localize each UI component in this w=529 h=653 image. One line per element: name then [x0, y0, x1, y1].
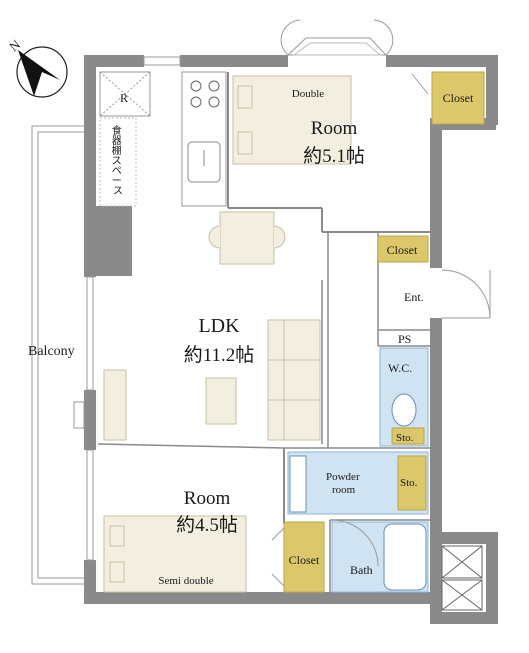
coffee-table	[205, 377, 237, 425]
sto1-area	[391, 427, 425, 445]
closet-mid	[377, 235, 429, 263]
sto1-label: Sto.	[396, 432, 414, 444]
room2-name: Room	[184, 488, 231, 509]
ps-label: PS	[398, 332, 411, 346]
bath-label: Bath	[350, 563, 373, 577]
closet-bottom	[283, 521, 325, 593]
compass-north-label: N	[6, 36, 23, 54]
cupboard-space	[99, 117, 137, 207]
closet-top-label: Closet	[443, 91, 474, 105]
closet-top	[431, 71, 485, 125]
room1-name: Room	[311, 118, 358, 139]
washer-icon	[289, 455, 307, 513]
room1-size: 約5.1帖	[303, 145, 365, 167]
wc-label: W.C.	[388, 361, 412, 375]
shafts	[441, 545, 483, 611]
double-bed: Double	[232, 75, 352, 165]
tv-stand	[103, 369, 127, 441]
entrance-label: Ent.	[404, 290, 424, 304]
sofa	[267, 319, 321, 441]
toilet-icon	[391, 393, 417, 427]
stove-icon	[190, 80, 220, 108]
closet-mid-label: Closet	[387, 243, 418, 257]
interior-walls	[97, 72, 430, 592]
fridge-label: R	[120, 91, 128, 105]
powder-room-label-1: Powder	[326, 471, 360, 483]
west-windows	[73, 56, 181, 561]
dining-table	[208, 211, 286, 265]
fridge-space	[99, 71, 151, 117]
ldk-size: 約11.2帖	[184, 344, 255, 366]
semi-double-bed-label: Semi double	[158, 575, 213, 587]
powder-room-label-2: room	[332, 484, 356, 496]
kitchen-counter	[181, 71, 227, 207]
balcony-label: Balcony	[28, 344, 75, 359]
bay-window	[280, 19, 394, 56]
balcony-outline	[31, 125, 86, 585]
compass: N	[6, 36, 68, 98]
semi-double-bed: Semi double	[103, 515, 247, 593]
ldk-name: LDK	[198, 315, 240, 337]
compass-arrow-icon	[18, 50, 60, 96]
kitchen: R 食 器 棚 ス ペ ー ス	[99, 71, 227, 207]
sto2-area	[397, 455, 427, 511]
bathtub-icon	[383, 523, 427, 591]
room2-size: 約4.5帖	[176, 514, 238, 536]
sto2-label: Sto.	[400, 477, 418, 489]
double-bed-label: Double	[292, 88, 325, 100]
cupboard-label: 食 器 棚 ス ペ ー ス	[112, 124, 125, 197]
closet-bottom-label: Closet	[289, 553, 320, 567]
entrance-door-swing	[441, 269, 491, 319]
